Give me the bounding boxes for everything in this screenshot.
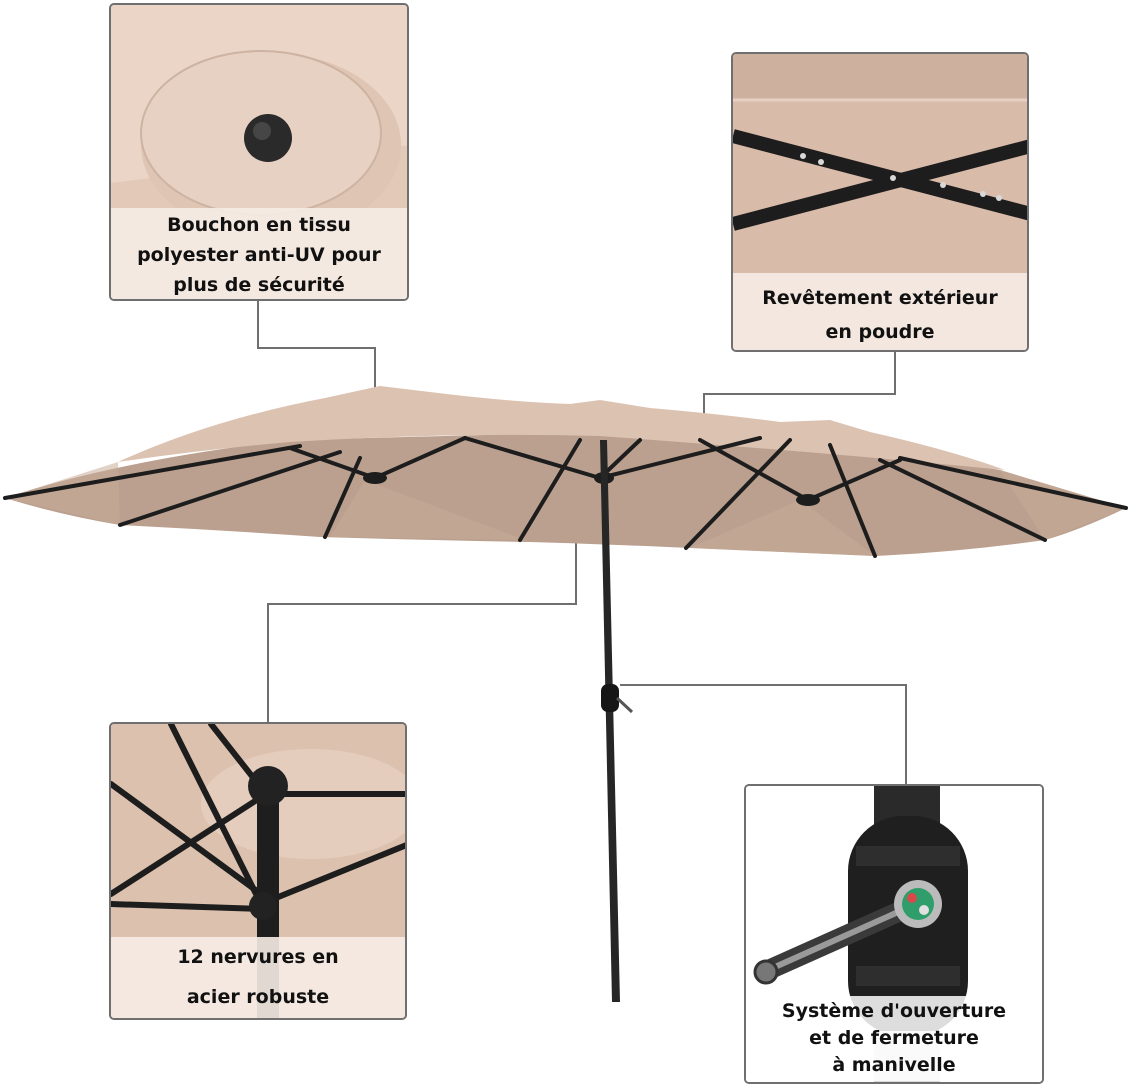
ribs-caption-line-2: acier robuste [186,986,330,1008]
crank-caption-line-2: et de fermeture [809,1027,979,1049]
pole-crank-housing [601,684,619,712]
coating-caption-line-2: en poudre [825,321,935,343]
hub-right [796,494,820,506]
canopy-underside [5,432,1126,556]
leader-line-crank [620,684,907,786]
crank-caption-line-3: à manivelle [832,1054,956,1076]
coating-caption-line-1: Revêtement extérieur [762,287,998,309]
ribs-caption-line-1: 12 nervures en [177,946,339,968]
pole-crank-handle [615,696,634,714]
hub-left [363,472,387,484]
callout-crank: Système d'ouverture et de fermeture à ma… [744,784,1044,1084]
fabric-cap-caption-line-2: polyester anti-UV pour [137,244,381,266]
umbrella-pole [600,440,620,1002]
callout-fabric-cap: Bouchon en tissu polyester anti-UV pour … [109,3,409,301]
callout-coating: Revêtement extérieur en poudre [731,52,1029,352]
fabric-cap-caption: Bouchon en tissu polyester anti-UV pour … [111,208,407,299]
crank-caption-line-1: Système d'ouverture [781,1000,1007,1022]
crank-caption: Système d'ouverture et de fermeture à ma… [746,996,1042,1081]
cap-button [244,114,292,162]
leader-line-fabric-cap [257,300,376,390]
fabric-cap-caption-line-1: Bouchon en tissu [167,214,351,236]
coating-caption: Revêtement extérieur en poudre [733,273,1027,350]
ribs-caption: 12 nervures en acier robuste [111,937,405,1018]
canopy-ribs [3,436,1128,558]
callout-ribs: 12 nervures en acier robuste [109,722,407,1020]
fabric-cap-caption-line-3: plus de sécurité [173,274,345,296]
